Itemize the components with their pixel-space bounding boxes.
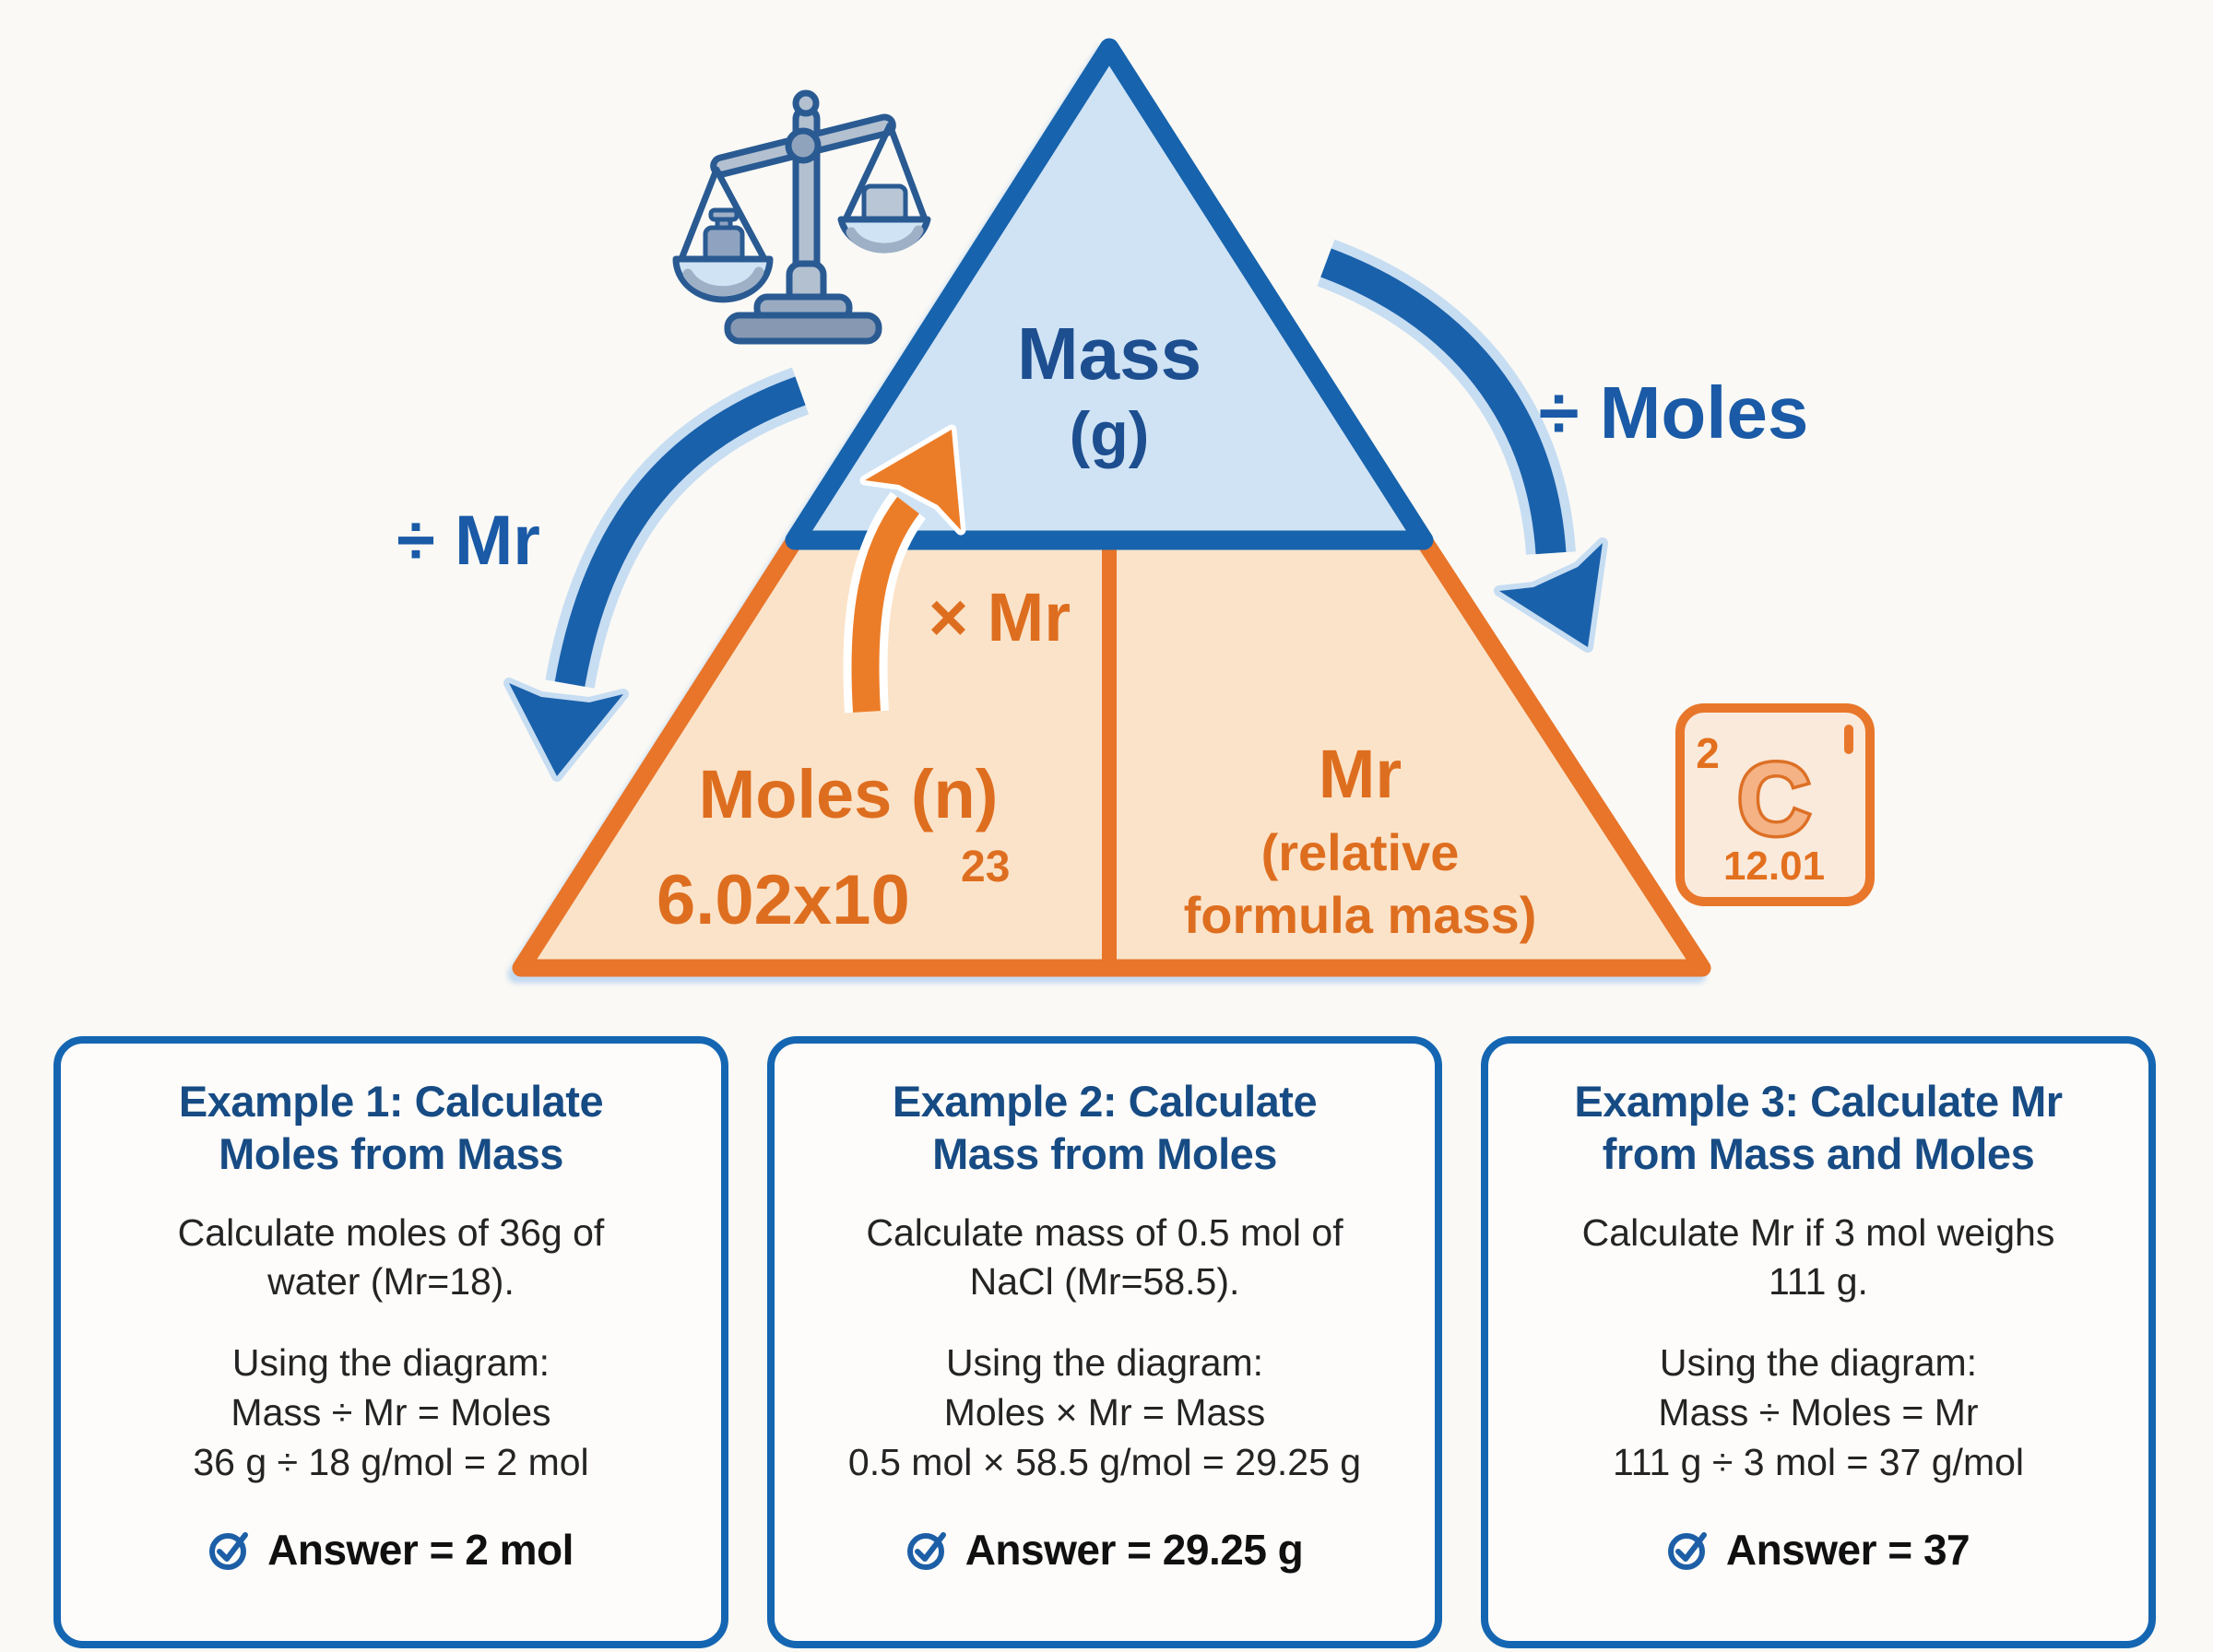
check-circle-icon	[1667, 1531, 1707, 1570]
answer-text: Answer = 37	[1725, 1525, 1970, 1574]
answer-row: Answer = 2 mol	[208, 1525, 574, 1575]
example-title: Example 3: Calculate Mr from Mass and Mo…	[1574, 1077, 2063, 1179]
answer-row: Answer = 37	[1667, 1525, 1970, 1575]
example-card-2: Example 2: Calculate Mass from Moles Cal…	[767, 1036, 1442, 1648]
example-card-3: Example 3: Calculate Mr from Mass and Mo…	[1481, 1036, 2156, 1648]
example-method: Using the diagram: Mass ÷ Moles = Mr 111…	[1612, 1341, 2025, 1484]
avogadro-exponent: 23	[961, 843, 1010, 891]
example-problem: Calculate mass of 0.5 mol of NaCl (Mr=58…	[866, 1210, 1343, 1303]
mr-label: Mr	[1319, 736, 1402, 812]
element-atomic-mass: 12.01	[1723, 844, 1825, 889]
multiply-mr-label: × Mr	[929, 579, 1071, 655]
avogadro-number: 6.02x10	[657, 861, 910, 939]
example-method: Using the diagram: Moles × Mr = Mass 0.5…	[847, 1341, 1362, 1484]
divide-mr-arrow	[503, 367, 810, 782]
example-method: Using the diagram: Mass ÷ Mr = Moles 36 …	[193, 1341, 589, 1484]
answer-row: Answer = 29.25 g	[906, 1525, 1304, 1575]
example-card-1: Example 1: Calculate Moles from Mass Cal…	[53, 1036, 728, 1648]
example-title: Example 2: Calculate Mass from Moles	[892, 1077, 1318, 1179]
element-mass-number: 2	[1696, 729, 1720, 777]
example-title: Example 1: Calculate Moles from Mass	[178, 1077, 604, 1179]
mole-triangle-diagram: Mass (g) Moles (n) 6.02x10 23 Mr (relati…	[396, 38, 1875, 977]
answer-text: Answer = 29.25 g	[964, 1525, 1304, 1574]
check-circle-icon	[209, 1531, 249, 1570]
element-symbol: C	[1737, 743, 1810, 856]
example-problem: Calculate Mr if 3 mol weighs 111 g.	[1581, 1210, 2055, 1303]
element-charge-mark	[1844, 725, 1853, 754]
balance-scale-icon	[672, 89, 931, 345]
pyramid	[512, 38, 1711, 977]
divide-mr-label: ÷ Mr	[396, 502, 540, 580]
mr-sub-line1: (relative	[1261, 823, 1460, 881]
mr-sub-line2: formula mass)	[1184, 886, 1537, 944]
moles-label: Moles (n)	[699, 756, 999, 832]
multiply-mr-arrow	[843, 424, 966, 714]
example-problem: Calculate moles of 36g of water (Mr=18).	[177, 1210, 605, 1303]
check-circle-icon	[906, 1531, 946, 1570]
answer-text: Answer = 2 mol	[267, 1525, 574, 1574]
pyramid-top-section	[785, 38, 1434, 550]
mass-unit-label: (g)	[1070, 399, 1150, 469]
divide-moles-arrow	[1317, 239, 1608, 653]
mass-label: Mass	[1017, 313, 1201, 395]
divide-moles-label: ÷ Moles	[1539, 372, 1809, 454]
carbon-element-card: 2 C 12.01	[1675, 703, 1875, 906]
